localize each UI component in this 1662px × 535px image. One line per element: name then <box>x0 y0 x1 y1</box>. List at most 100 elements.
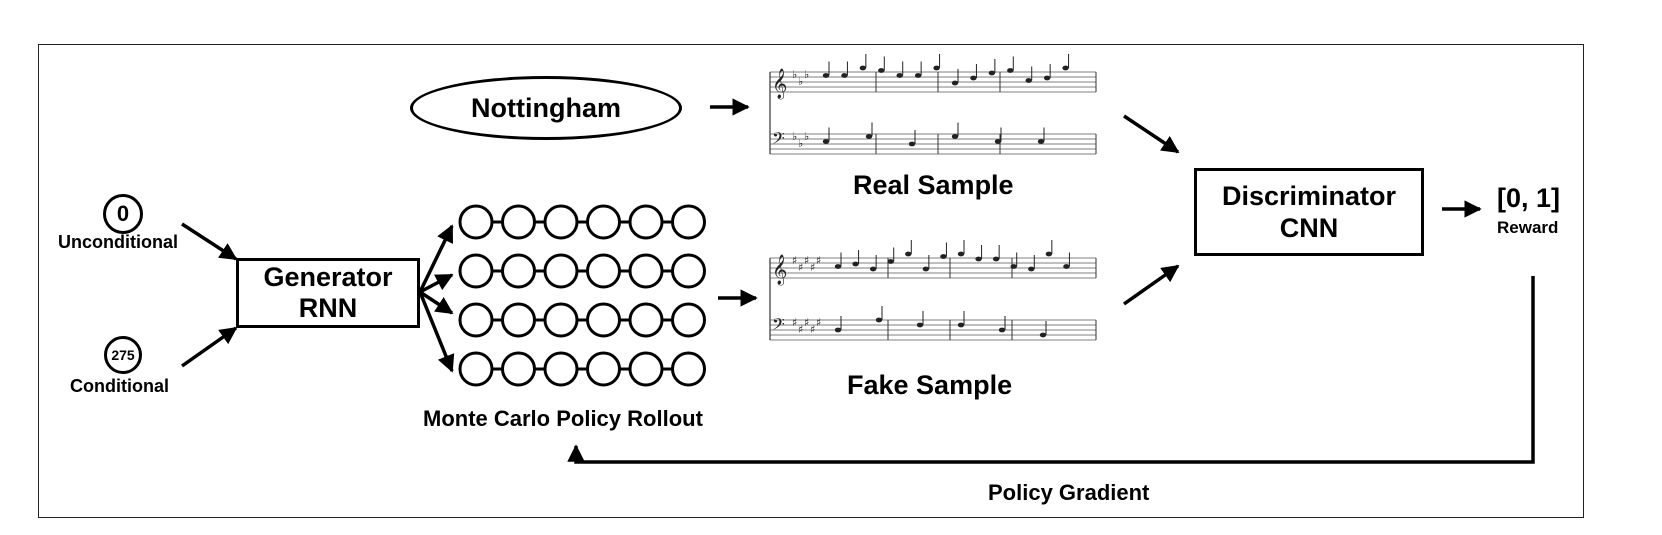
rollout-node <box>501 253 536 289</box>
note-head-icon <box>992 256 1000 262</box>
unconditional-badge: 0 <box>103 194 143 234</box>
note-head-icon <box>1007 68 1014 73</box>
note-head-icon <box>957 251 965 257</box>
rollout-node <box>501 204 536 240</box>
sharp-icon: ♯ <box>816 316 821 329</box>
diagram-frame <box>38 44 1584 518</box>
unconditional-label: Unconditional <box>58 232 178 252</box>
rollout-node <box>586 302 621 338</box>
note-head-icon <box>1043 75 1051 81</box>
note-head-icon <box>922 266 930 272</box>
rollout-node <box>543 204 579 240</box>
flat-icon: ♭ <box>798 137 803 150</box>
note-head-icon <box>998 327 1006 333</box>
rollout-node <box>671 253 706 289</box>
rollout-node <box>628 302 664 338</box>
flat-icon: ♭ <box>792 68 797 81</box>
note-head-icon <box>933 65 940 71</box>
note-head-icon <box>957 322 965 328</box>
rollout-node <box>458 351 494 387</box>
rollout-node <box>501 302 536 338</box>
note-head-icon <box>834 327 842 333</box>
rollout-node <box>543 351 579 387</box>
arrow-policy-gradient <box>567 276 1535 464</box>
rollout-node <box>586 351 621 387</box>
note-head-icon <box>896 73 903 78</box>
arrows-generator-to-rollout <box>418 224 455 373</box>
rollout-node <box>671 351 706 387</box>
flat-icon: ♭ <box>804 130 809 143</box>
sharp-icon: ♯ <box>810 323 815 336</box>
note-head-icon <box>1037 139 1045 144</box>
reward-value: [0, 1] <box>1497 183 1561 213</box>
note-head-icon <box>988 70 996 76</box>
rollout-node <box>671 302 706 338</box>
sharp-icon: ♯ <box>792 254 797 267</box>
flat-icon: ♭ <box>804 68 809 81</box>
note-head-icon <box>975 256 982 262</box>
fake-sample-score: 𝄞♯♯♯♯♯𝄢♯♯♯♯♯ <box>769 240 1097 341</box>
rollout-node <box>458 204 494 240</box>
rollout-node <box>586 204 621 240</box>
note-head-icon <box>1063 264 1070 269</box>
arrow-unconditional-to-generator <box>181 222 238 261</box>
bass-clef-icon: 𝄢 <box>772 128 785 152</box>
treble-clef-icon: 𝄞 <box>772 254 787 286</box>
rollout-node-grid <box>458 204 706 387</box>
nottingham-label: Nottingham <box>471 92 621 123</box>
sharp-icon: ♯ <box>804 254 809 267</box>
note-head-icon <box>852 261 859 267</box>
note-head-icon <box>859 65 867 71</box>
policy-gradient-label: Policy Gradient <box>988 480 1150 505</box>
rollout-node <box>501 351 536 387</box>
discriminator-subtitle: CNN <box>1279 213 1339 243</box>
note-head-icon <box>940 254 947 259</box>
real-sample-label: Real Sample <box>853 170 1014 200</box>
note-head-icon <box>887 259 894 264</box>
note-head-icon <box>875 317 883 323</box>
note-head-icon <box>1010 264 1017 269</box>
sharp-icon: ♯ <box>804 316 809 329</box>
rollout-label: Monte Carlo Policy Rollout <box>423 406 703 431</box>
note-head-icon <box>822 73 830 78</box>
discriminator-title: Discriminator <box>1221 180 1397 211</box>
real-sample-score: 𝄞♭♭♭𝄢♭♭♭ <box>769 54 1097 155</box>
rollout-node <box>628 204 664 240</box>
sharp-icon: ♯ <box>798 261 803 274</box>
note-head-icon <box>951 134 959 139</box>
note-head-icon <box>1025 78 1032 83</box>
generator-title: Generator <box>263 261 393 292</box>
treble-clef-icon: 𝄞 <box>772 68 787 100</box>
note-head-icon <box>822 139 830 144</box>
note-head-icon <box>1039 332 1047 338</box>
note-head-icon <box>905 251 912 257</box>
note-head-icon <box>869 266 877 272</box>
note-head-icon <box>1028 266 1035 272</box>
rollout-node <box>543 302 579 338</box>
note-head-icon <box>878 68 885 73</box>
note-head-icon <box>916 322 924 328</box>
conditional-badge-text: 275 <box>111 347 135 363</box>
rollout-node <box>671 204 706 240</box>
rollout-node <box>586 253 621 289</box>
discriminator-box: Discriminator CNN <box>1194 168 1424 256</box>
reward-label: Reward <box>1497 218 1559 237</box>
rollout-node <box>458 253 494 289</box>
arrow-conditional-to-generator <box>180 326 238 368</box>
generator-box: Generator RNN <box>236 258 420 328</box>
arrow-real-to-discriminator <box>1123 114 1180 154</box>
rollout-node <box>543 253 579 289</box>
note-head-icon <box>951 80 959 86</box>
conditional-label: Conditional <box>70 376 169 396</box>
note-head-icon <box>834 264 842 269</box>
note-head-icon <box>865 134 873 139</box>
generator-subtitle: RNN <box>298 293 358 323</box>
fake-sample-label: Fake Sample <box>847 370 1013 400</box>
sharp-icon: ♯ <box>792 316 797 329</box>
note-head-icon <box>994 139 1002 144</box>
flat-icon: ♭ <box>792 130 797 143</box>
note-head-icon <box>841 73 848 78</box>
note-head-icon <box>970 75 977 81</box>
sharp-icon: ♯ <box>810 261 815 274</box>
